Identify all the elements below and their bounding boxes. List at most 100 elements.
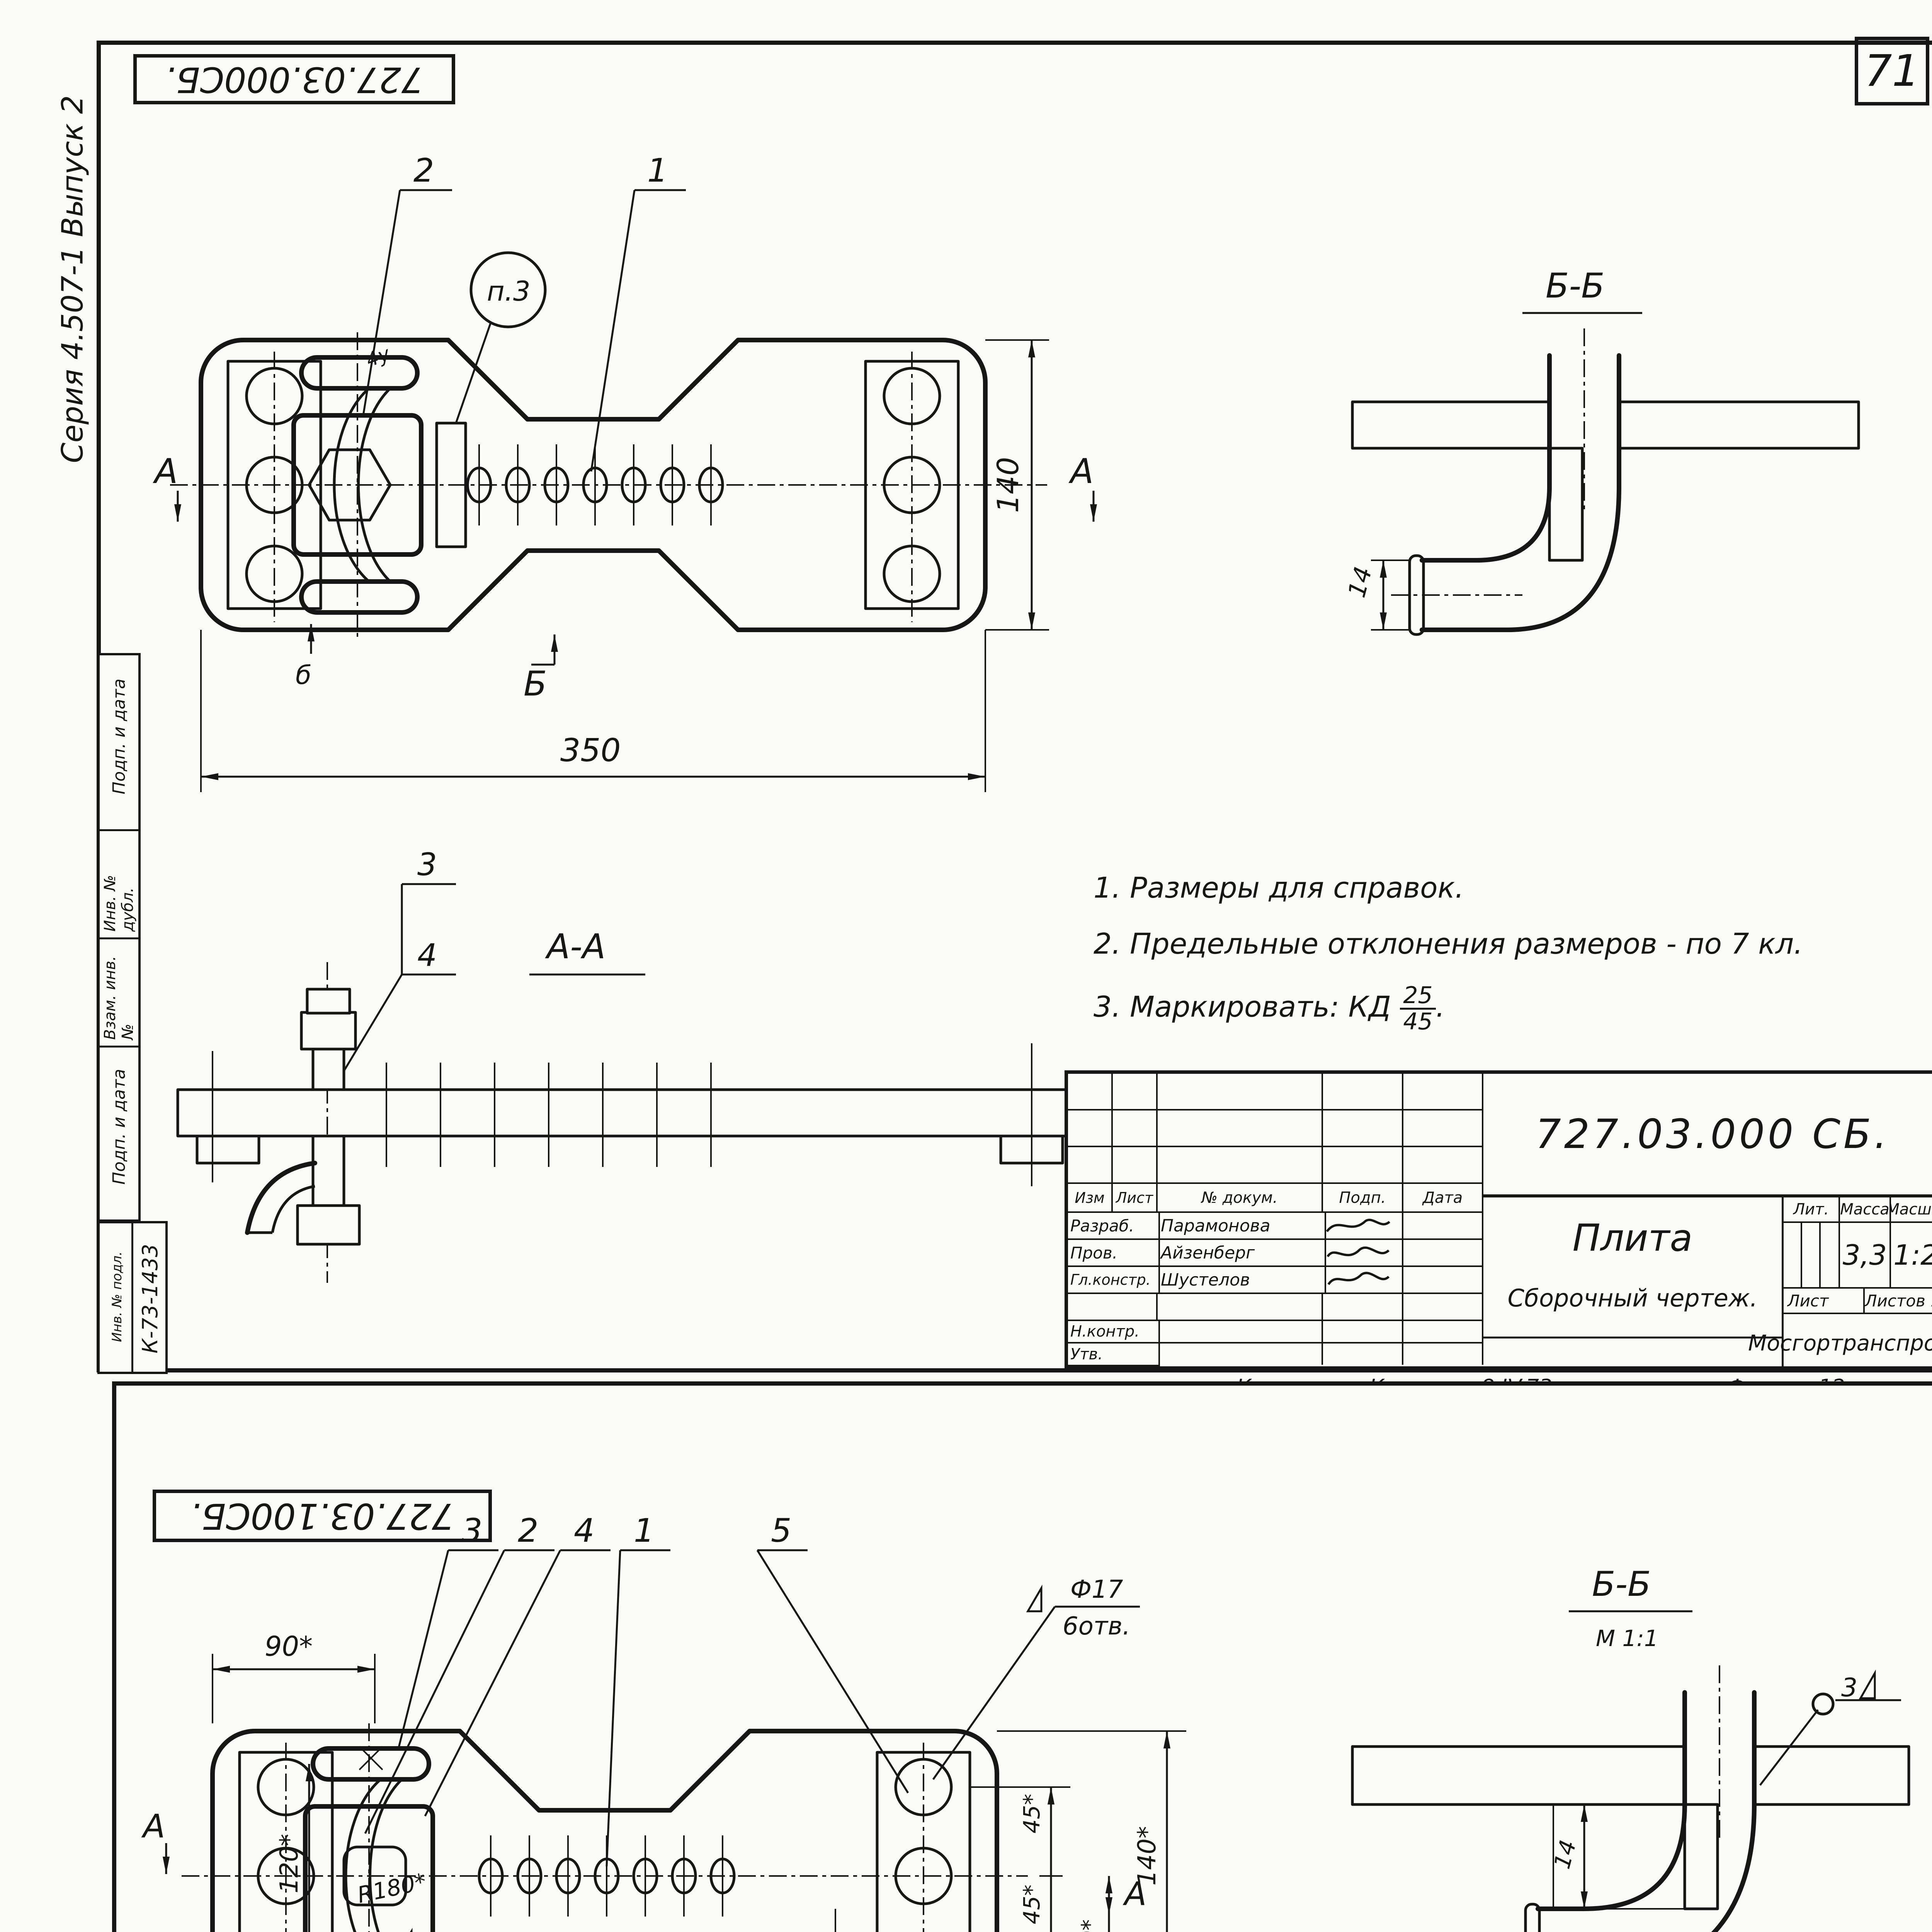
hole-note-17: Ф17 6отв.: [932, 1575, 1140, 1780]
section-mark-b: Б: [524, 664, 547, 704]
tb-name-cell: Плита Сборочный чертеж.: [1483, 1197, 1784, 1366]
tb-col-list: Лист: [1113, 1184, 1158, 1213]
frac-num: 25: [1400, 983, 1436, 1010]
strip-label: Инв. № дубл.: [101, 875, 137, 932]
tb-scale-label: Масшт.: [1891, 1197, 1932, 1223]
bolt-assembly: [245, 988, 361, 1246]
sheet1-aa-view: А-А 3 4: [176, 847, 1083, 1283]
right-foot: [999, 1134, 1064, 1165]
callout-3: 3: [462, 1512, 482, 1549]
page-number-box: 71: [1855, 37, 1929, 105]
dim-45b: 45*: [1019, 1884, 1045, 1924]
plate-section-left: [1351, 1745, 1686, 1806]
weld-wedge: [1683, 1803, 1719, 1910]
balloon-label: п.3: [487, 276, 531, 307]
aa-callout-3: 3: [417, 847, 437, 883]
tb-lit-label: Лит.: [1784, 1197, 1840, 1223]
dim-70: 70*: [1077, 1919, 1103, 1932]
signature: [1327, 1246, 1390, 1257]
section-mark-a-left: А: [141, 1807, 165, 1845]
section-mark-b-small: б: [296, 660, 311, 690]
tb-role: Пров.: [1068, 1240, 1160, 1267]
tb-role: Н.контр.: [1068, 1321, 1160, 1344]
clamp-bracket: [291, 413, 467, 557]
sheet1-note-2: 2. Предельные отклонения размеров - по 7…: [1094, 927, 1803, 961]
section-mark-a-right: А: [1122, 1875, 1146, 1913]
tb-col-dokum: № докум.: [1158, 1184, 1323, 1213]
bracket: [303, 1804, 435, 1932]
tb-col-data: Дата: [1403, 1184, 1483, 1213]
dim-120: 120*: [275, 1834, 304, 1893]
hook-detail: [299, 355, 420, 615]
plate-section-left: [1351, 400, 1551, 450]
hook-section: [1391, 353, 1621, 636]
plate-section-right: [1753, 1745, 1910, 1806]
tb-name: Айзенберг: [1158, 1240, 1326, 1267]
sheet1-inv-cell: Инв. № подл. К-73-1433: [97, 1221, 168, 1374]
callout-1: 1: [634, 1512, 654, 1549]
frac-den: 45: [1403, 1008, 1433, 1035]
callout-5: 5: [771, 1512, 791, 1549]
signature: [1326, 1219, 1391, 1232]
weld-note: 4у: [363, 342, 393, 371]
left-foot: [196, 1134, 260, 1165]
sheet1-corner-stamp: 727.03.000СБ.: [133, 54, 455, 104]
sheet2-frame: [112, 1381, 1932, 1932]
sheet1-bb-view: Б-Б 14: [1342, 266, 1860, 636]
drawing-type: Сборочный чертеж.: [1507, 1284, 1758, 1312]
dim-140: 140*: [1133, 1826, 1162, 1886]
tb-name: Шустелов: [1158, 1267, 1326, 1294]
plate-outline: [210, 1729, 999, 1932]
sheet1-side-strip: Подп. и дата Инв. № дубл. Взам. инв. № П…: [97, 653, 141, 1222]
tb-org: Мосгортранспроект: [1748, 1330, 1932, 1356]
tb-name: Парамонова: [1158, 1213, 1326, 1240]
tb-mass-label: Масса: [1840, 1197, 1891, 1223]
center-holes: [478, 1835, 736, 1917]
aa-title: А-А: [545, 927, 605, 966]
note3-fraction: 25 45: [1400, 983, 1436, 1035]
sheet1-corner-stamp-text: 727.03.000СБ.: [165, 59, 423, 100]
dim-140: 140: [991, 457, 1025, 513]
plate-section-right: [1617, 400, 1860, 450]
dim-90: 90*: [265, 1631, 313, 1662]
bb-scale: М 1:1: [1596, 1625, 1658, 1651]
weld-flag: [1026, 1584, 1043, 1612]
strip-label: Подп. и дата: [109, 1069, 129, 1185]
callout-2: 2: [413, 151, 434, 189]
hole-note-den: 6отв.: [1063, 1612, 1130, 1641]
strip-inv-label: Инв. № подл.: [109, 1251, 125, 1342]
sheet2-corner-stamp: 727.03.100СБ.: [153, 1490, 492, 1542]
sheet1-title-block: Изм Лист № докум. Подп. Дата Разраб. Пар…: [1065, 1070, 1932, 1370]
signature: [1327, 1272, 1390, 1285]
hook-detail: [311, 1746, 431, 1932]
part-name: Плита: [1572, 1216, 1693, 1260]
tb-sheets-label: Листов 1: [1861, 1289, 1932, 1314]
strip-label: Взам. инв. №: [101, 956, 137, 1040]
dim-45a: 45*: [1019, 1794, 1045, 1833]
weld-wedge: [1548, 447, 1584, 562]
plate-outline: [199, 338, 988, 632]
tb-sheet-label: Лист: [1784, 1289, 1865, 1314]
tb-mass-value: 3,3: [1840, 1223, 1891, 1289]
sheet2-main-view: 3 2 4 1 5 Ф17 6отв. 90* 120* R180* 4: [141, 1512, 1186, 1932]
note3-prefix: 3. Маркировать: КД: [1094, 990, 1391, 1024]
sheet1-main-view: 2 1 п.3 4у А А 140 б Б 350: [153, 151, 1097, 792]
tb-col-podp: Подп.: [1323, 1184, 1403, 1213]
callout-2: 2: [518, 1512, 538, 1549]
weld-3-label: 3: [1841, 1673, 1857, 1702]
bb-title: Б-Б: [1592, 1564, 1651, 1604]
tb-col-izm: Изм: [1068, 1184, 1113, 1213]
callout-1: 1: [647, 151, 668, 189]
sheet1-note-1: 1. Размеры для справок.: [1094, 871, 1464, 905]
tb-role: Утв.: [1068, 1344, 1160, 1366]
dim-14: 14: [1342, 564, 1378, 600]
tb-role: Гл.констр.: [1068, 1267, 1160, 1294]
balloon-circle: [469, 251, 547, 328]
center-holes: [466, 444, 724, 526]
aa-callout-4: 4: [417, 937, 437, 973]
series-label: Серия 4.507-1 Выпуск 2: [55, 95, 90, 463]
hole-note-num: Ф17: [1070, 1575, 1123, 1604]
plate-bar-section: [176, 1088, 1083, 1138]
tb-role: Разраб.: [1068, 1213, 1160, 1240]
